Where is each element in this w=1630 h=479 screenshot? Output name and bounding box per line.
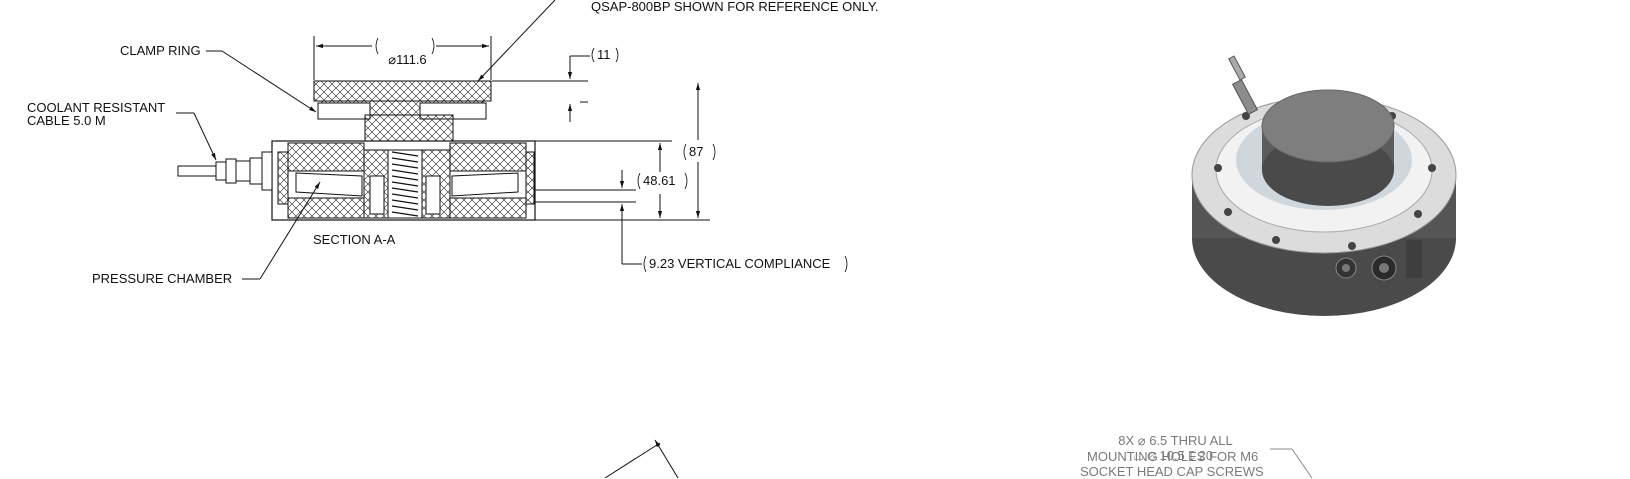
callout-coolant-line2: CABLE 5.0 M [27, 113, 106, 128]
callout-coolant-line1: COOLANT RESISTANT [27, 100, 166, 115]
dimension-compliance: 9.23 VERTICAL COMPLIANCE [649, 256, 831, 271]
diameter-symbol-icon: ⌀ [1147, 448, 1156, 463]
isometric-part-view [1191, 55, 1457, 316]
top-plate [313, 80, 492, 102]
dimension-mid: 48.61 [643, 173, 676, 188]
cable-connector [177, 151, 273, 191]
depth-symbol-icon: ↧ [1188, 448, 1195, 463]
dimension-height: 87 [689, 144, 704, 159]
mounting-note-line1: 8X ⌀ 6.5 THRU ALL [1118, 433, 1233, 448]
pressure-chamber-bladder [295, 172, 363, 197]
diameter-symbol-icon: ⌀ [388, 52, 397, 67]
section-label: SECTION A-A [313, 232, 396, 247]
mounting-note-line2: ⌴ ⌀ 10.5 ↧ 20 [1133, 448, 1213, 463]
spring [391, 151, 419, 217]
diameter-symbol-icon: ⌀ [1137, 433, 1146, 448]
callout-clamp-ring: CLAMP RING [120, 43, 201, 58]
mounting-note-line4: SOCKET HEAD CAP SCREWS [1080, 464, 1264, 479]
counterbore-symbol-icon: ⌴ [1133, 448, 1144, 463]
mounting-note-line3: MOUNTING HOLES FOR M6 [1087, 449, 1259, 464]
dimension-top: 11 [597, 47, 611, 62]
clamp-ring-part [317, 102, 371, 120]
callout-pressure-chamber: PRESSURE CHAMBER [92, 271, 233, 286]
reference-note: QSAP-800BP SHOWN FOR REFERENCE ONLY. [591, 0, 879, 14]
dimension-diameter: ⌀111.6 [388, 52, 427, 67]
